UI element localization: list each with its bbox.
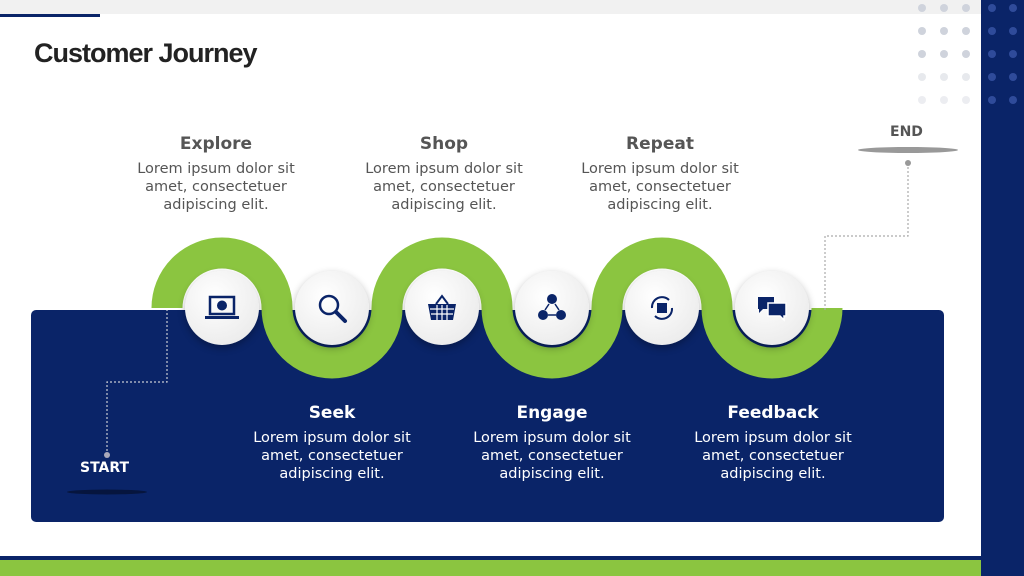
- page-title: Customer Journey: [34, 38, 258, 68]
- chat-bubbles-icon: [758, 297, 787, 322]
- search-icon: [318, 294, 347, 323]
- step-title: Shop: [419, 134, 469, 154]
- step-text: Lorem ipsum dolor sit amet, consectetuer…: [473, 430, 631, 482]
- end-connector: [824, 163, 909, 310]
- bottom-line: [0, 556, 981, 560]
- top-band: [0, 0, 981, 14]
- dot-pattern: [918, 4, 970, 104]
- step-title: Seek: [308, 403, 356, 423]
- step-text: Lorem ipsum dolor sit amet, consectetuer…: [253, 430, 411, 482]
- right-bar: [981, 0, 1024, 576]
- step-circle-seek: [295, 271, 369, 345]
- start-connector: [106, 310, 168, 455]
- basket-icon: [428, 294, 456, 320]
- journey-wave: [151, 237, 843, 379]
- start-label: START: [80, 460, 130, 476]
- step-circle-feedback: [735, 271, 809, 345]
- step-title: Engage: [516, 403, 588, 423]
- top-accent-line: [0, 14, 100, 17]
- repeat-box-icon: [650, 296, 674, 320]
- laptop-globe-icon: [205, 295, 239, 319]
- end-label: END: [890, 124, 923, 140]
- step-text: Lorem ipsum dolor sit amet, consectetuer…: [581, 161, 739, 213]
- step-circle-explore: [185, 271, 259, 345]
- step-title: Explore: [179, 134, 253, 154]
- step-circle-shop: [405, 271, 479, 345]
- step-circle-repeat: [625, 271, 699, 345]
- step-text: Lorem ipsum dolor sit amet, consectetuer…: [137, 161, 295, 213]
- step-circle-engage: [515, 271, 589, 345]
- step-title: Feedback: [727, 403, 819, 423]
- step-text: Lorem ipsum dolor sit amet, consectetuer…: [694, 430, 852, 482]
- step-title: Repeat: [626, 134, 694, 154]
- network-users-icon: [538, 294, 566, 320]
- step-text: Lorem ipsum dolor sit amet, consectetuer…: [365, 161, 523, 213]
- bottom-green-bar: [0, 560, 981, 576]
